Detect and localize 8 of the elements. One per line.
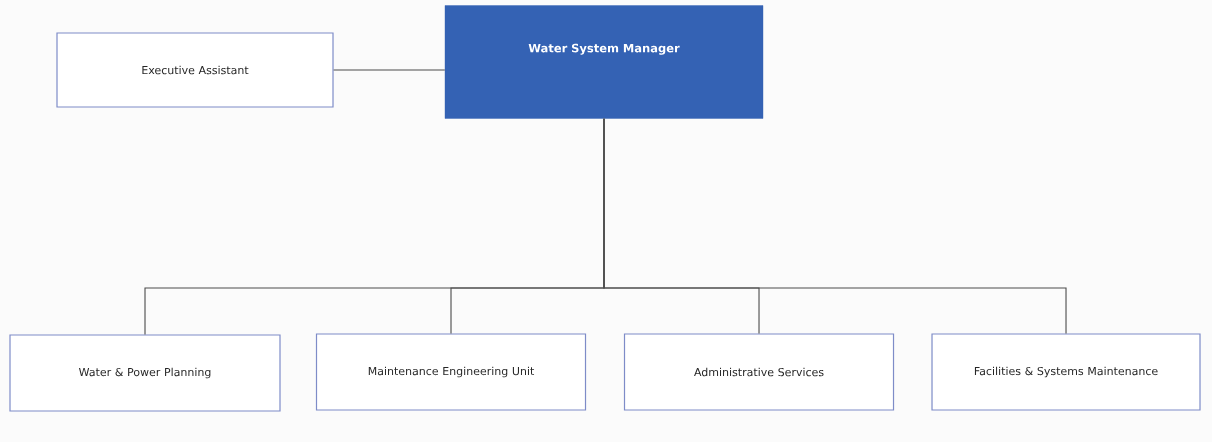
department-box: Facilities & Systems Maintenance — [931, 333, 1201, 411]
department-box: Maintenance Engineering Unit — [315, 333, 587, 411]
assistant-box: Executive Assistant — [56, 32, 334, 108]
connector-line — [603, 118, 1067, 334]
department-box: Administrative Services — [623, 333, 895, 411]
connector-line — [333, 69, 446, 71]
department-box: Water & Power Planning — [9, 334, 281, 412]
manager-box: Water System Manager — [444, 5, 764, 119]
